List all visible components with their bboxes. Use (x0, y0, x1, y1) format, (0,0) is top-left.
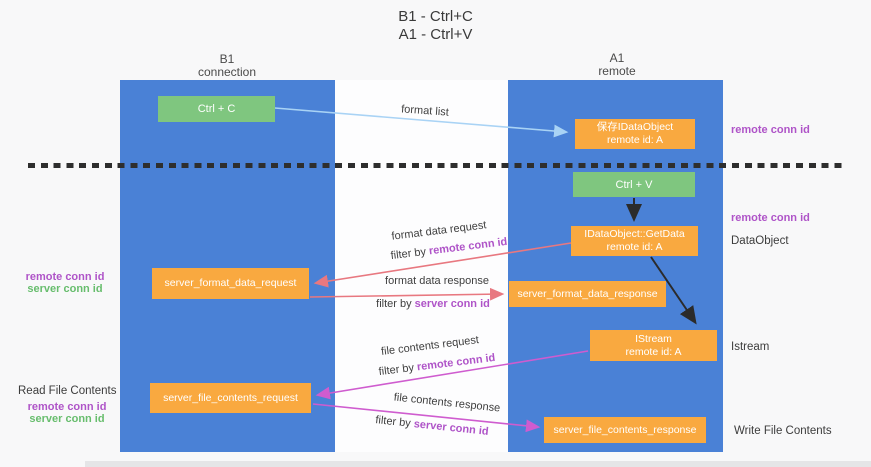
title-line-1: B1 - Ctrl+C (398, 8, 473, 25)
server-format-data-request-box: server_format_data_request (152, 268, 309, 299)
bottom-bar (85, 461, 871, 467)
format-list-arrow (274, 107, 569, 138)
server-format-data-request-label: server_format_data_request (164, 277, 297, 289)
server-conn-id-left-label2: server conn id (29, 413, 105, 425)
title-line-2: A1 - Ctrl+V (398, 26, 473, 43)
istream-box: IStream remote id: A (590, 330, 717, 361)
right-column-name: A1 (609, 51, 625, 65)
server-file-contents-request-label: server_file_contents_request (163, 391, 298, 404)
remote-conn-id-left-label2: remote conn id (27, 401, 107, 413)
left-column-role: connection (197, 65, 257, 79)
server-conn-id-left-label: server conn id (27, 283, 103, 295)
left-column-header: B1 connection (172, 53, 282, 79)
file-contents-response-arrow (312, 403, 541, 433)
save-idataobject-line1: 保存IDataObject (596, 121, 674, 133)
format-data-response-filter-label: filter by server conn id (376, 298, 490, 310)
diagram-title: B1 - Ctrl+C A1 - Ctrl+V (0, 8, 871, 44)
istream-side-label: Istream (731, 341, 770, 353)
getdata-line1: IDataObject::GetData (584, 228, 685, 240)
save-idataobject-box: 保存IDataObject remote id: A (575, 119, 695, 149)
idataobject-getdata-box: IDataObject::GetData remote id: A (571, 226, 698, 256)
server-file-contents-response-box: server_file_contents_response (544, 417, 706, 443)
ctrl-v-box: Ctrl + V (573, 172, 695, 197)
left-column-name: B1 (219, 52, 235, 66)
filter-by-text: filter by (376, 298, 415, 310)
istream-line1: IStream (635, 332, 672, 345)
format-request-conn-ids: remote conn id server conn id (24, 271, 106, 295)
istream-line2: remote id: A (625, 345, 682, 358)
remote-conn-id-side-label-top: remote conn id (731, 124, 810, 136)
ctrl-v-label: Ctrl + V (615, 178, 653, 191)
server-format-data-response-box: server_format_data_response (509, 281, 666, 307)
ctrl-c-label: Ctrl + C (197, 103, 236, 115)
server-file-contents-response-label: server_file_contents_response (553, 423, 697, 436)
right-column-role: remote (598, 64, 636, 78)
server-format-data-response-label: server_format_data_response (517, 287, 658, 300)
right-column-header: A1 remote (562, 52, 672, 78)
remote-conn-id-left-label: remote conn id (25, 271, 105, 283)
format-data-response-arrow (309, 287, 505, 301)
ctrl-c-box: Ctrl + C (158, 96, 275, 122)
copy-paste-divider-line (28, 163, 846, 168)
dataobject-side-label: DataObject (731, 235, 789, 247)
remote-conn-id-side-label-mid: remote conn id (731, 212, 810, 224)
server-conn-id-text: server conn id (414, 298, 490, 310)
format-data-response-label: format data response (385, 275, 489, 287)
save-idataobject-line2: remote id: A (606, 134, 664, 146)
file-contents-request-arrow (315, 350, 589, 400)
write-file-contents-label: Write File Contents (734, 425, 832, 437)
format-data-request-arrow (313, 242, 572, 288)
read-file-contents-label: Read File Contents (18, 385, 117, 397)
getdata-to-istream-arrow (650, 256, 697, 325)
server-file-contents-request-box: server_file_contents_request (150, 383, 311, 413)
getdata-line2: remote id: A (606, 241, 663, 253)
file-request-side-block: Read File Contents remote conn id server… (18, 385, 116, 425)
